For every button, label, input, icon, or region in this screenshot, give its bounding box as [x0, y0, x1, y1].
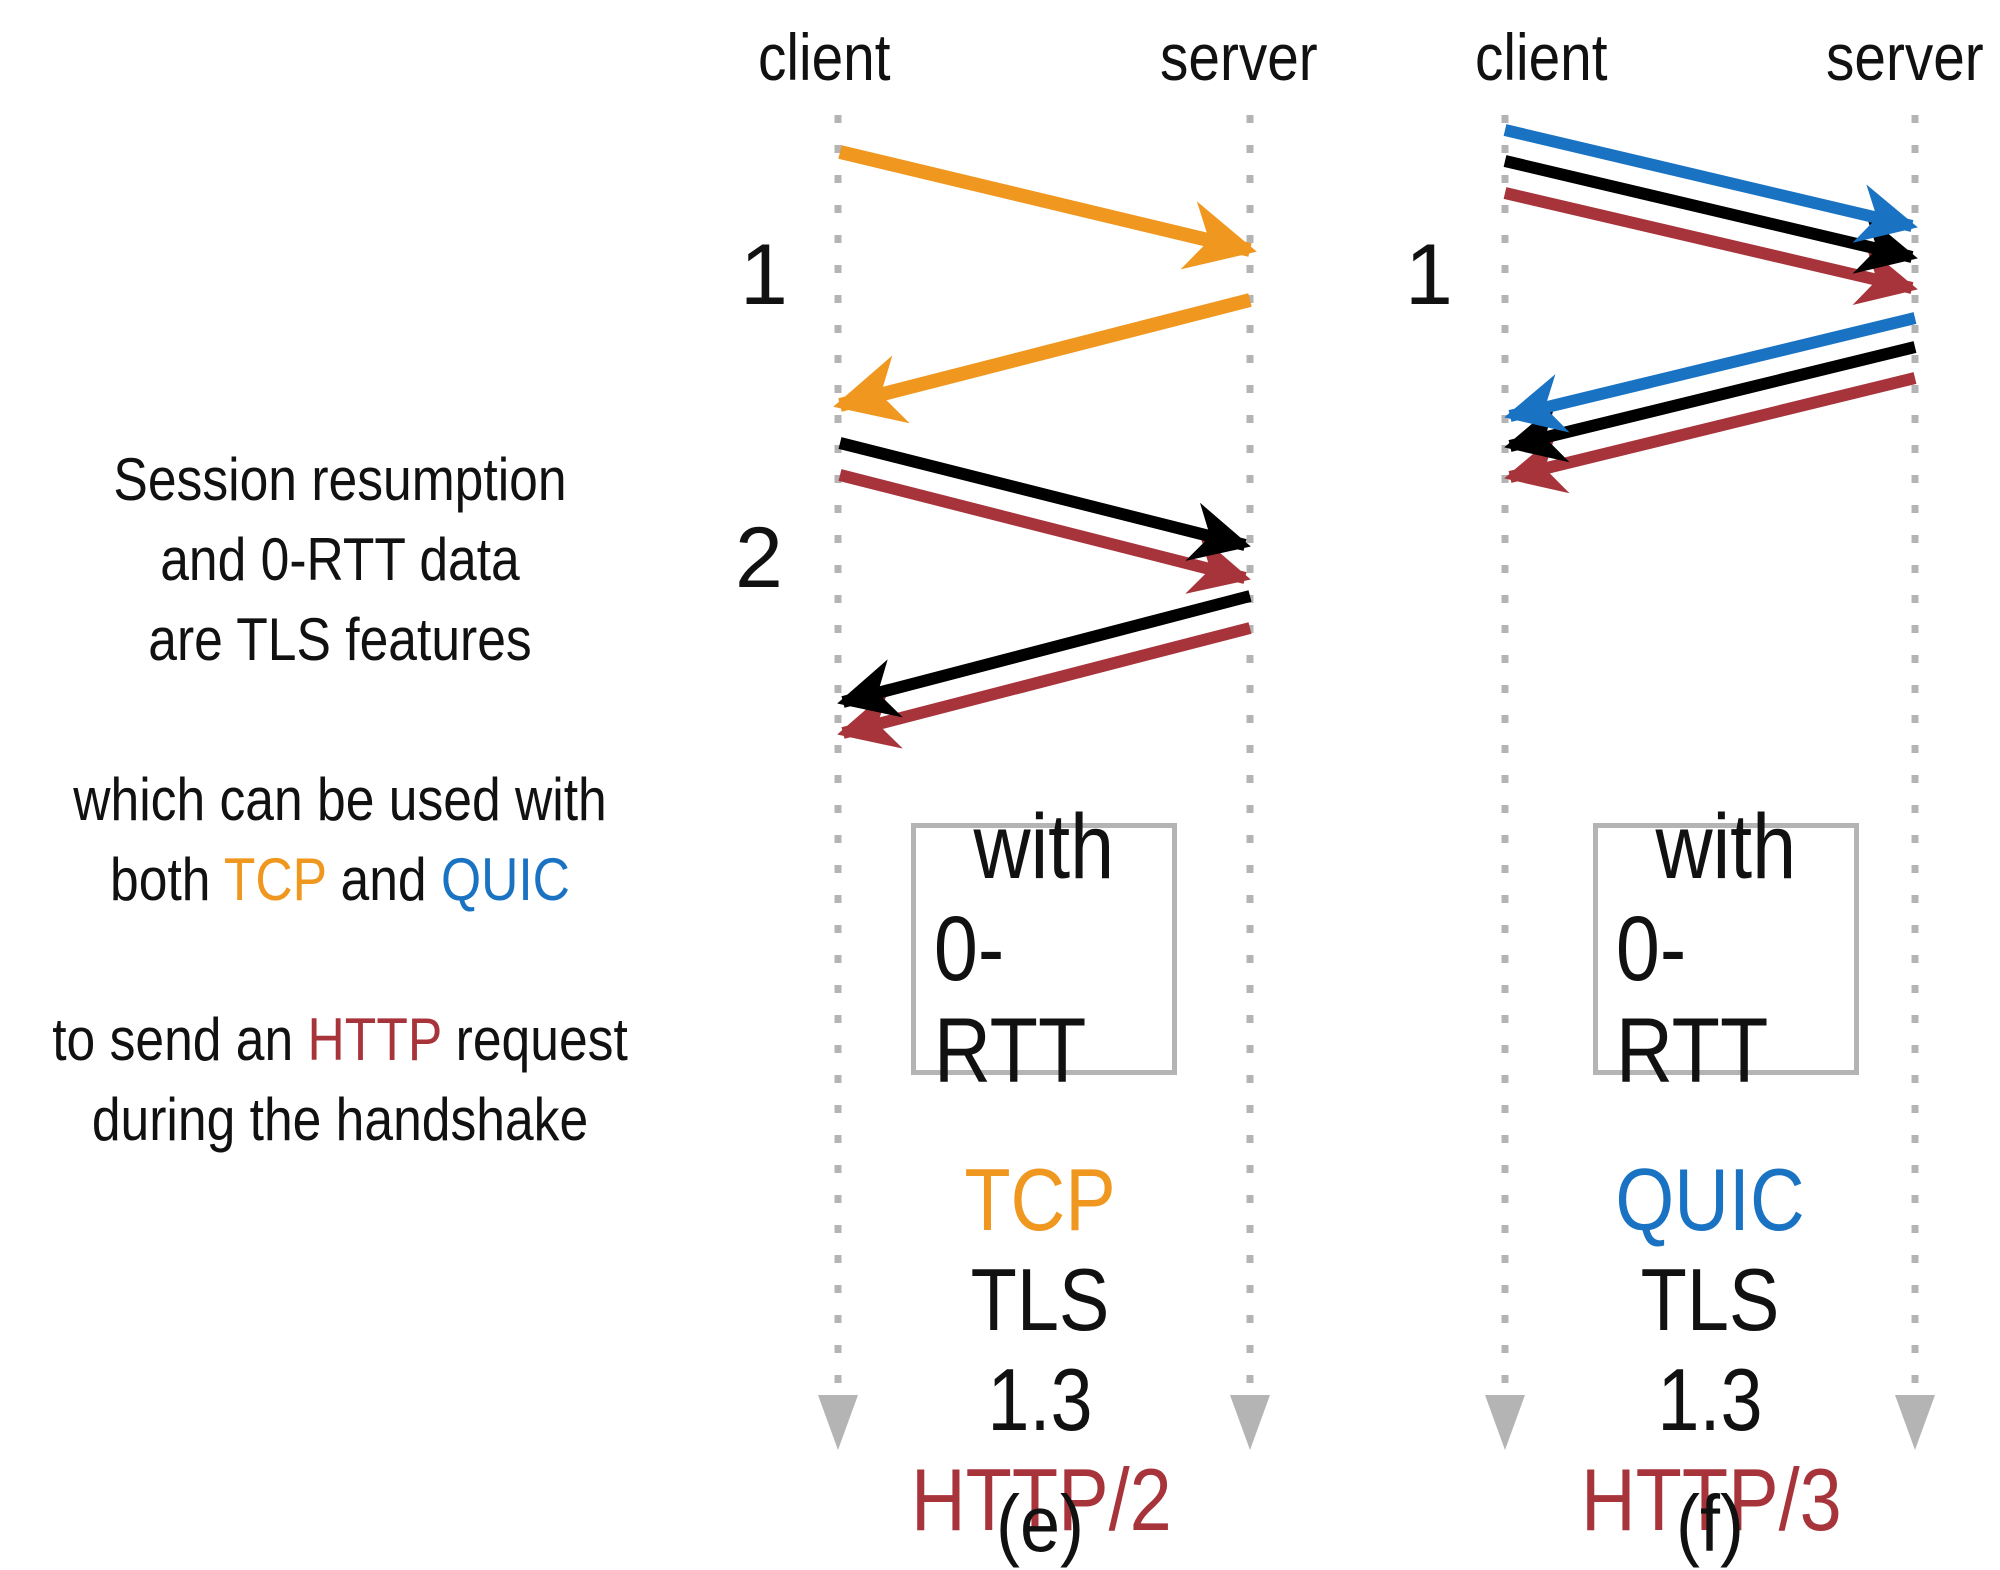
f-quic-initial-arrow: [1503, 124, 1918, 243]
explanation-line-5-prefix: both: [110, 846, 224, 913]
e-round-trip-2: 2: [735, 510, 783, 606]
e-zero-rtt-box: with 0-RTT: [911, 796, 1177, 1102]
explanation-line-7: during the handshake: [91, 1086, 589, 1153]
e-transport-label: TCP: [964, 1150, 1116, 1249]
f-tls-serverhello-arrow: [1504, 341, 1917, 463]
f-box-line-1: with: [1655, 796, 1797, 898]
e-box-line-2: 0-RTT: [933, 898, 1087, 1102]
f-server-timeline-arrowhead: [1895, 1395, 1935, 1450]
explanation-quic-word: QUIC: [440, 846, 570, 913]
e-caption: (e): [995, 1479, 1085, 1568]
e-server-label: server: [1160, 20, 1318, 94]
explanation-line-1: Session resumption: [113, 446, 567, 513]
explanation-http-word: HTTP: [307, 1006, 442, 1073]
e-protocol-stack: TCP TLS 1.3 HTTP/2: [890, 1150, 1190, 1550]
e-round-trip-1: 1: [740, 227, 788, 323]
e-box-line-1: with: [973, 796, 1115, 898]
e-tcp-synack-arrow: [833, 293, 1252, 424]
explanation-line-6-suffix: request: [441, 1006, 628, 1073]
f-box-line-2: 0-RTT: [1615, 898, 1769, 1102]
f-application-label: HTTP/3: [1581, 1450, 1842, 1549]
e-http-request-arrow: [838, 469, 1251, 594]
e-client-label: client: [758, 20, 891, 94]
f-quic-response-arrow: [1504, 312, 1917, 433]
e-tls-serverhello-arrow: [837, 590, 1252, 718]
f-client-label: client: [1475, 20, 1608, 94]
f-caption: (f): [1676, 1479, 1744, 1568]
explanation-tcp-word: TCP: [223, 846, 327, 913]
e-application-label: HTTP/2: [911, 1450, 1172, 1549]
explanation-line-4: which can be used with: [73, 766, 607, 833]
e-security-label: TLS 1.3: [970, 1250, 1110, 1449]
f-round-trip-1: 1: [1405, 227, 1453, 323]
explanation-line-6-prefix: to send an: [52, 1006, 308, 1073]
e-client-timeline-arrowhead: [818, 1395, 858, 1450]
e-tcp-syn-arrow: [838, 145, 1257, 270]
e-server-timeline-arrowhead: [1230, 1395, 1270, 1450]
e-http-response-arrow: [837, 622, 1252, 749]
f-server-label: server: [1826, 20, 1984, 94]
explanation-line-2: and 0-RTT data: [160, 526, 520, 593]
explanation-line-3: are TLS features: [148, 606, 532, 673]
f-security-label: TLS 1.3: [1640, 1250, 1780, 1449]
f-protocol-stack: QUIC TLS 1.3 HTTP/3: [1560, 1150, 1860, 1550]
f-client-timeline-arrowhead: [1485, 1395, 1525, 1450]
f-tls-clienthello-arrow: [1503, 155, 1918, 274]
f-http-request-arrow: [1503, 187, 1918, 305]
f-http-response-arrow: [1504, 372, 1917, 494]
e-tls-clienthello-arrow: [838, 437, 1251, 561]
explanation-text: Session resumption and 0-RTT data are TL…: [48, 440, 633, 1160]
f-zero-rtt-box: with 0-RTT: [1593, 796, 1859, 1102]
explanation-line-5-mid: and: [326, 846, 441, 913]
f-transport-label: QUIC: [1615, 1150, 1805, 1249]
